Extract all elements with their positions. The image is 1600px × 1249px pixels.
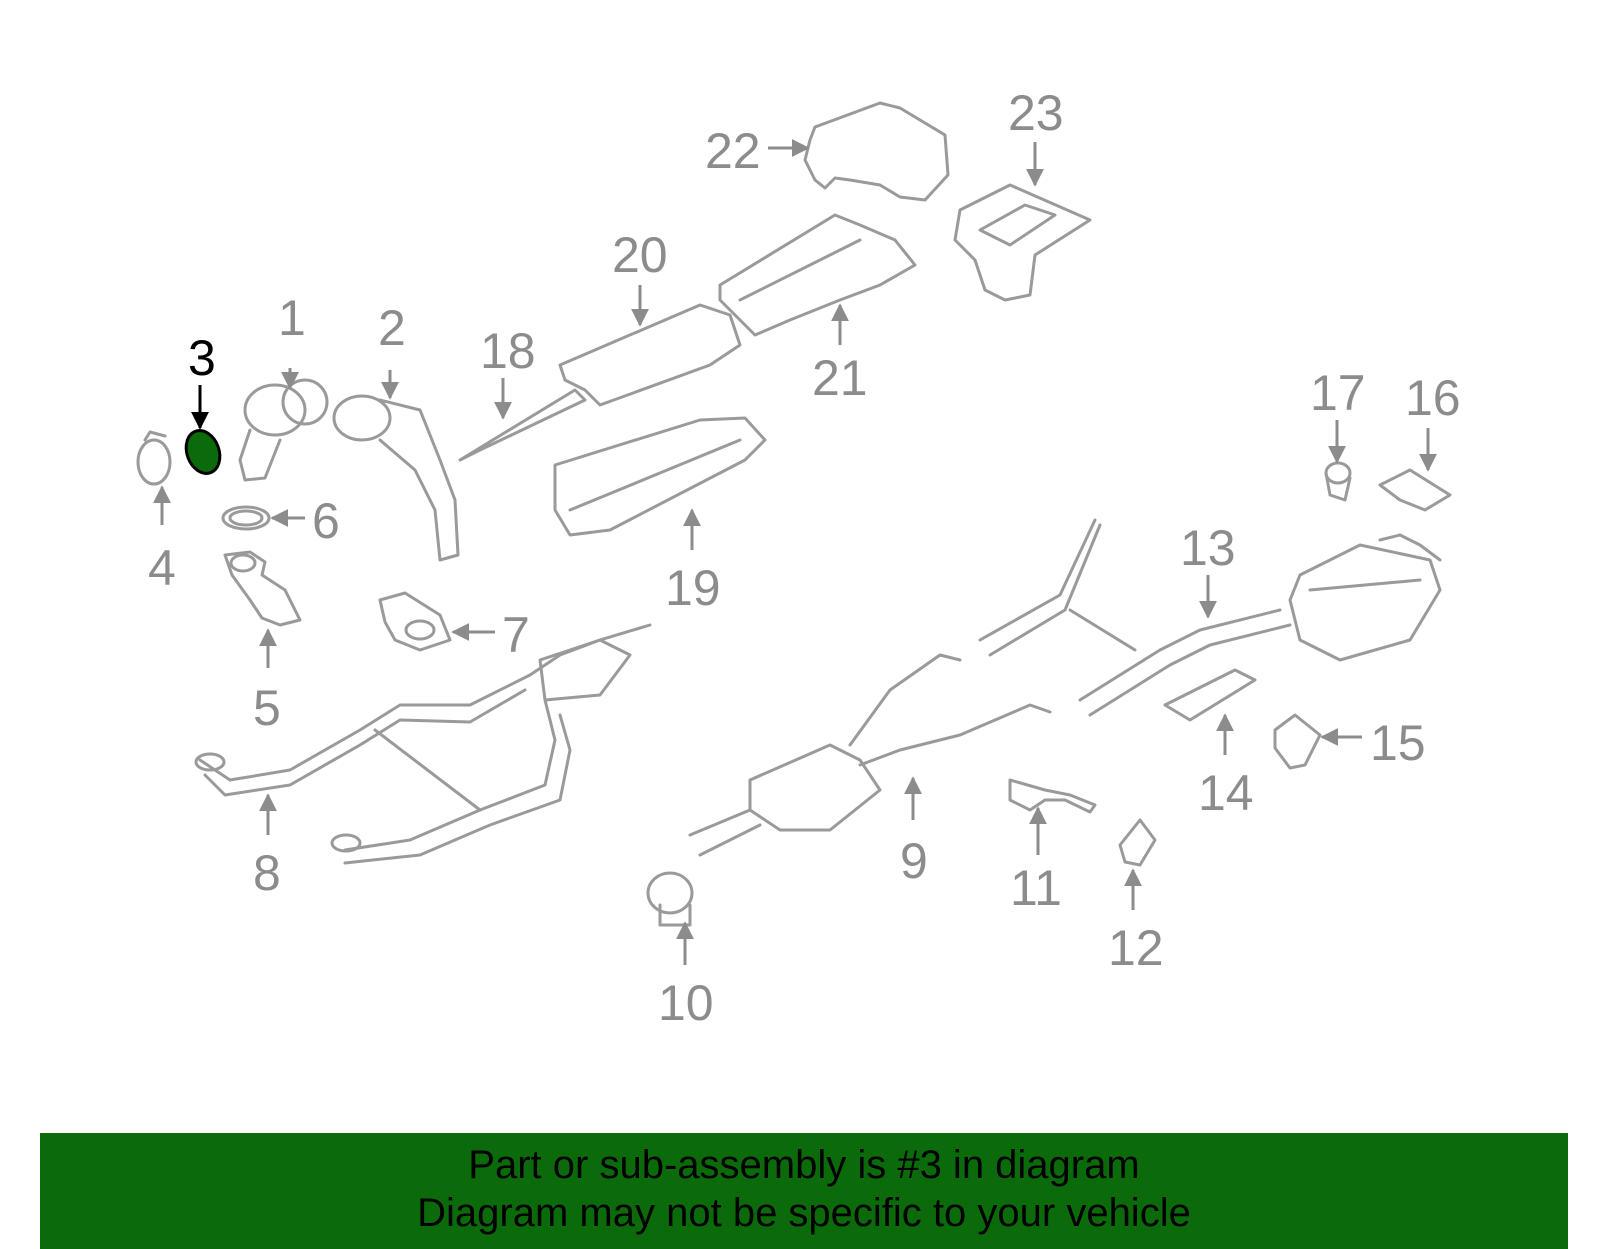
- label-part-7: 7: [502, 607, 530, 663]
- part-3-gasket: [184, 429, 222, 475]
- part-10-clamp: [646, 871, 694, 927]
- label-part-8: 8: [253, 845, 281, 901]
- label-part-22: 22: [705, 123, 761, 179]
- part-14-heat-shield: [1163, 668, 1257, 722]
- part-7-flange: [378, 591, 452, 652]
- label-part-18: 18: [480, 323, 536, 379]
- part-18-shield: [458, 388, 587, 462]
- label-part-6: 6: [312, 493, 340, 549]
- part-6-gasket-ring: [221, 505, 271, 531]
- label-part-21: 21: [812, 350, 868, 406]
- part-22-heat-shield: [803, 101, 950, 202]
- label-part-13: 13: [1180, 520, 1236, 576]
- label-part-1: 1: [278, 290, 306, 346]
- part-21-heat-shield: [718, 213, 917, 337]
- label-part-20: 20: [612, 227, 668, 283]
- label-part-11: 11: [1010, 860, 1062, 916]
- label-part-19: 19: [665, 560, 721, 616]
- part-16-bracket: [1378, 468, 1452, 512]
- label-part-12: 12: [1108, 920, 1164, 976]
- part-11-bracket: [1008, 778, 1097, 814]
- label-part-2: 2: [378, 300, 406, 356]
- part-9-center-pipe: [688, 653, 1052, 857]
- part-5-pipe-bracket: [223, 550, 302, 627]
- label-part-10: 10: [658, 975, 714, 1031]
- part-19-heat-shield: [553, 416, 767, 537]
- part-12-rubber-mount: [1118, 818, 1157, 867]
- label-part-3: 3: [188, 330, 216, 386]
- part-1-catalytic-converter: [238, 378, 329, 482]
- part-2-catalytic-converter: [332, 394, 460, 562]
- label-part-15: 15: [1370, 715, 1426, 771]
- part-17-bushing: [1324, 461, 1352, 502]
- banner-line-1: Part or sub-assembly is #3 in diagram: [468, 1143, 1140, 1187]
- label-part-9: 9: [900, 833, 928, 889]
- label-part-14: 14: [1198, 765, 1254, 821]
- part-15-mount: [1273, 713, 1322, 770]
- part-23-heat-shield: [953, 183, 1092, 302]
- part-8-front-pipe: [194, 623, 652, 865]
- part-20-heat-shield: [558, 303, 742, 407]
- part-13-rear-muffler: [978, 518, 1442, 717]
- part-4-clamp: [136, 430, 172, 486]
- banner-line-2: Diagram may not be specific to your vehi…: [417, 1191, 1191, 1235]
- label-part-4: 4: [148, 540, 176, 596]
- label-part-5: 5: [253, 680, 281, 736]
- info-banner: Part or sub-assembly is #3 in diagram Di…: [40, 1133, 1568, 1249]
- label-part-23: 23: [1008, 85, 1064, 141]
- label-part-17: 17: [1310, 365, 1366, 421]
- label-part-16: 16: [1405, 370, 1461, 426]
